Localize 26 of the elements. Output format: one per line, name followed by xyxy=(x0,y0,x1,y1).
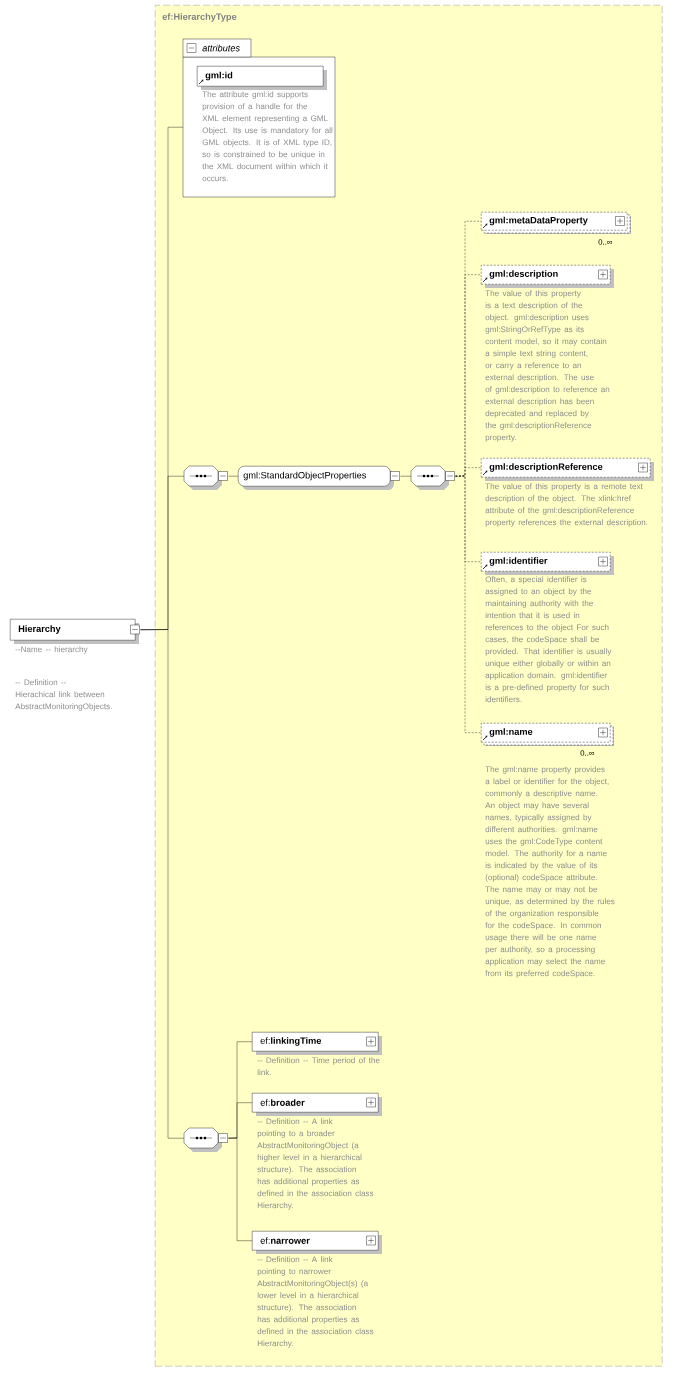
connector-line xyxy=(400,476,412,477)
element-box: ef:linkingTime xyxy=(252,1032,382,1055)
description-text: -- Definition -- Time period of the link. xyxy=(257,1057,380,1076)
description-text: The attribute gml:id supports provision of a handle for the XML element representing a GML Object. Its use is mandatory for all GML objects. It is of XML type ID, so is constrained to be unique in the XML document within which it occurs. xyxy=(202,91,333,182)
description-text: -- Definition -- Hierachical link between AbstractMonitoringObjects. xyxy=(15,679,112,711)
element-box: Hierarchy xyxy=(10,619,139,644)
description-text: The value of this property is a remote text description of the object. The xlink:href attribute of the gml:descriptionReference property references the external description. xyxy=(485,483,648,527)
element-box: ef:broader xyxy=(252,1093,382,1116)
description-text: Often, a special identifier is assigned to an object by the maintaining authority with the intention that it is used in references to the object For such cases, the codeSpace shall be provided. That identifier is usually unique either globally or within an application domain. gml:identifier is a pre-defined property for such identifiers. xyxy=(485,576,612,703)
description-text: -- Definition -- A link pointing to a broader AbstractMonitoringObject (a higher level in a hierarchical structure). The association has additional properties as defined in the association class Hierarchy. xyxy=(257,1118,374,1210)
connector-line xyxy=(228,476,239,477)
element-box: gml:identifier xyxy=(481,552,614,575)
element-box: gml:name xyxy=(481,723,614,746)
connector-line xyxy=(140,629,185,1139)
element-box: gml:descriptionReference xyxy=(481,458,654,481)
description-text: --Name -- hierarchy xyxy=(15,646,88,654)
element-box: gml:metaDataProperty xyxy=(481,212,631,234)
description-text: -- Definition -- A link pointing to narrower AbstractMonitoringObject(s) (a lower level in a hierarchical structure). The association has additional properties as defined in the association class Hierarchy. xyxy=(257,1256,374,1348)
description-text: The gml:name property provides a label or identifier for the object, commonly a descriptive name. An object may have several names, typically assigned by different authorities. gml:name uses the gml:CodeType content model. The authority for a name is indicated by the value of its (optional) codeSpace attribute. The name may or may not be unique, as determined by the rules of the organization responsible for the codeSpace. In common usage there will be one name per authority, so a processing application may select the name from its preferred codeSpace. xyxy=(485,766,615,978)
group-box: gml:StandardObjectProperties xyxy=(238,466,394,490)
description-text: The value of this property is a text description of the object. gml:description uses gml:StringOrRefType as its content model, so it may contain a simple text string content, or carry a reference to an external description. The use of gml:description to reference an external description has been deprecated and replaced by the gml:descriptionReference property. xyxy=(485,290,610,442)
element-box: gml:description xyxy=(481,265,614,288)
element-box: ef:narrower xyxy=(252,1231,382,1254)
connector-line xyxy=(228,1137,253,1241)
connector-line xyxy=(455,475,482,733)
element-box: gml:id xyxy=(197,66,327,90)
